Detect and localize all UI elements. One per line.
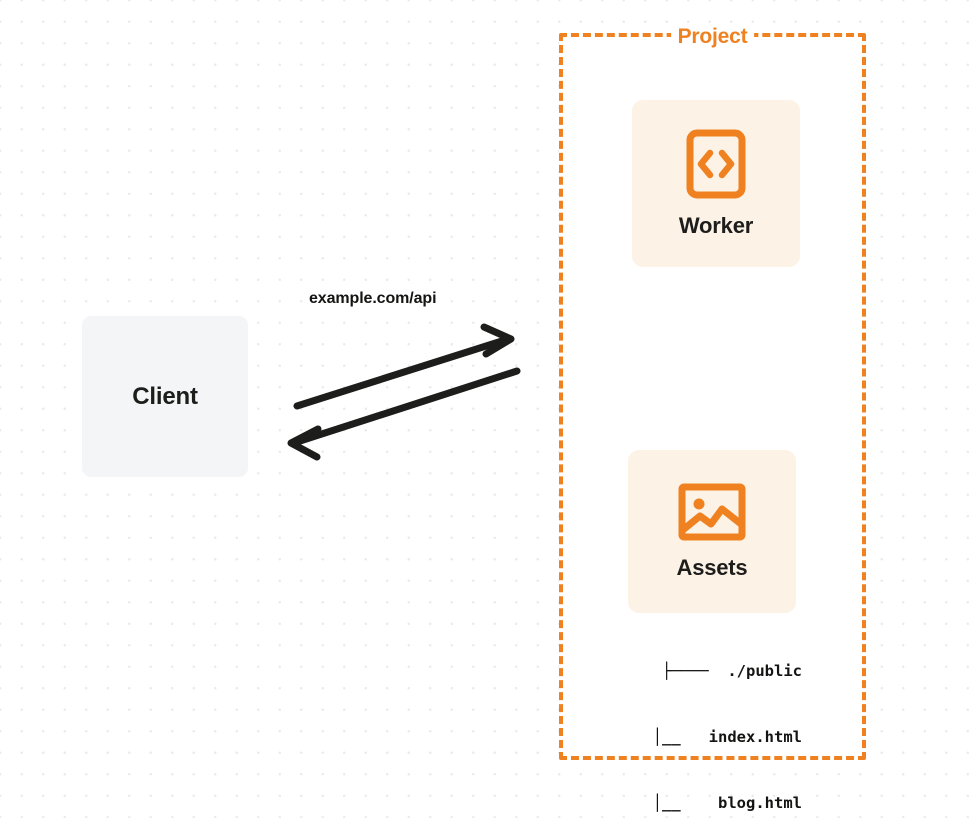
image-icon	[678, 483, 746, 541]
code-brackets-icon	[686, 129, 746, 199]
file-tree-line: │__ index.html	[652, 728, 802, 746]
response-arrow	[287, 367, 521, 461]
file-tree-line: ├──── ./public	[662, 662, 802, 680]
node-client[interactable]: Client	[82, 316, 248, 477]
connection-label: example.com/api	[309, 290, 437, 307]
node-assets[interactable]: Assets	[628, 450, 796, 613]
node-assets-label: Assets	[676, 554, 748, 580]
node-client-label: Client	[132, 382, 198, 410]
file-tree-line: │__ blog.html	[652, 794, 802, 812]
group-project-title: Project	[670, 25, 755, 49]
node-worker[interactable]: Worker	[632, 100, 800, 267]
request-arrow	[293, 323, 515, 410]
assets-file-tree: ├──── ./public │__ index.html │__ blog.h…	[606, 616, 802, 818]
node-worker-label: Worker	[678, 212, 754, 238]
